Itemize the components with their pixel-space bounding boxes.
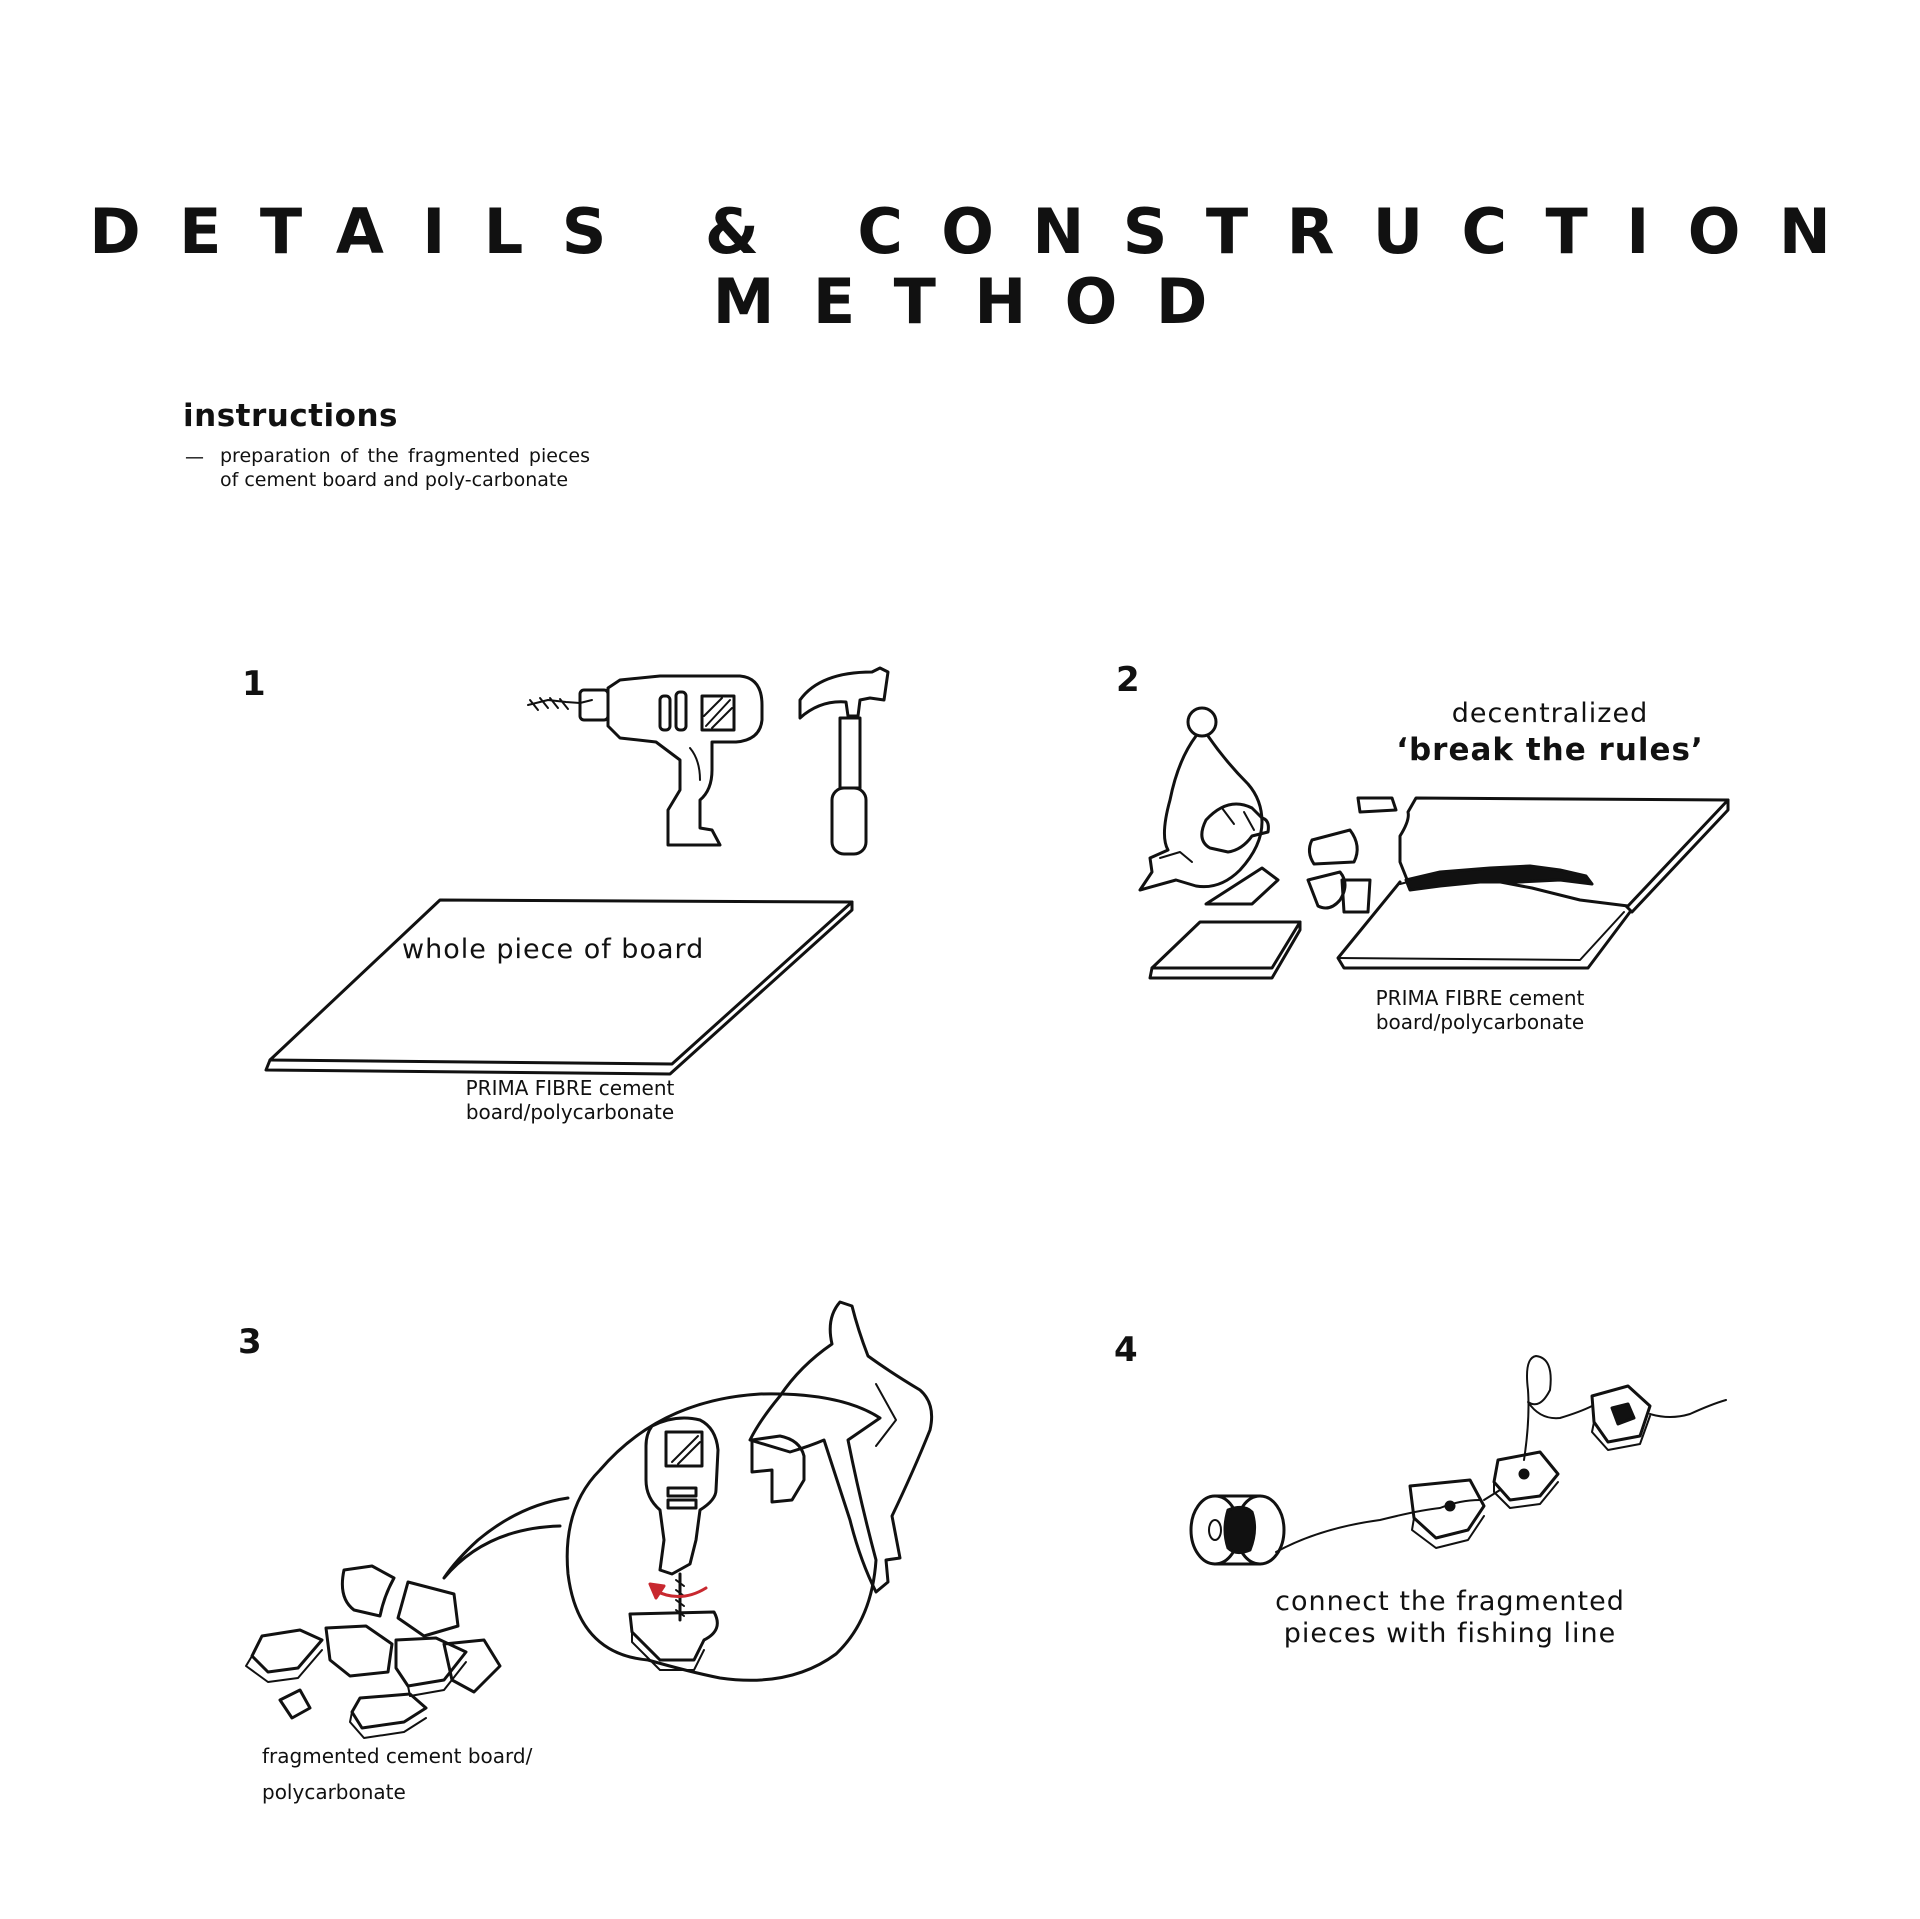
step-2-material-label-line-1: PRIMA FIBRE cement [1375,986,1585,1010]
fragments-icon [245,1564,502,1739]
broken-board-icon [1148,796,1730,980]
hammer-icon [798,666,890,856]
drill-icon [527,674,764,847]
instructions-text: preparation of the fragmented pieces of … [220,445,590,491]
strung-fragments-icon [1275,1355,1727,1553]
step-number-2: 2 [1116,660,1140,700]
step-number-1: 1 [242,664,266,704]
step-number-3: 3 [238,1322,262,1362]
instructions-heading: instructions [183,398,398,434]
person-hammering-icon [1138,706,1270,892]
board-label: whole piece of board [402,934,705,965]
step-2-caption-line-2: ‘break the rules’ [1396,732,1704,768]
step-number-4: 4 [1114,1330,1138,1370]
page-title-line-1: DETAILS & CONSTRUCTION [89,195,1870,268]
step-2-material-label-line-2: board/polycarbonate [1375,1010,1585,1034]
step-4-caption-line-2: pieces with fishing line [1283,1618,1617,1649]
step-3-material-label-line-2: polycarbonate [262,1780,406,1804]
step-1-material-label-line-1: PRIMA FIBRE cement [465,1076,675,1100]
instructions-dash: — [185,446,204,468]
step-2-caption-line-1: decentralized [1451,698,1649,729]
board-icon [264,898,854,1076]
step-1-material-label-line-2: board/polycarbonate [465,1100,675,1124]
step-4-caption-line-1: connect the fragmented [1275,1586,1625,1617]
spool-icon [1189,1494,1286,1566]
page-title-line-2: METHOD [712,265,1246,338]
step-3-material-label-line-1: fragmented cement board/ [262,1744,533,1768]
person-drilling-icon [442,1300,934,1682]
